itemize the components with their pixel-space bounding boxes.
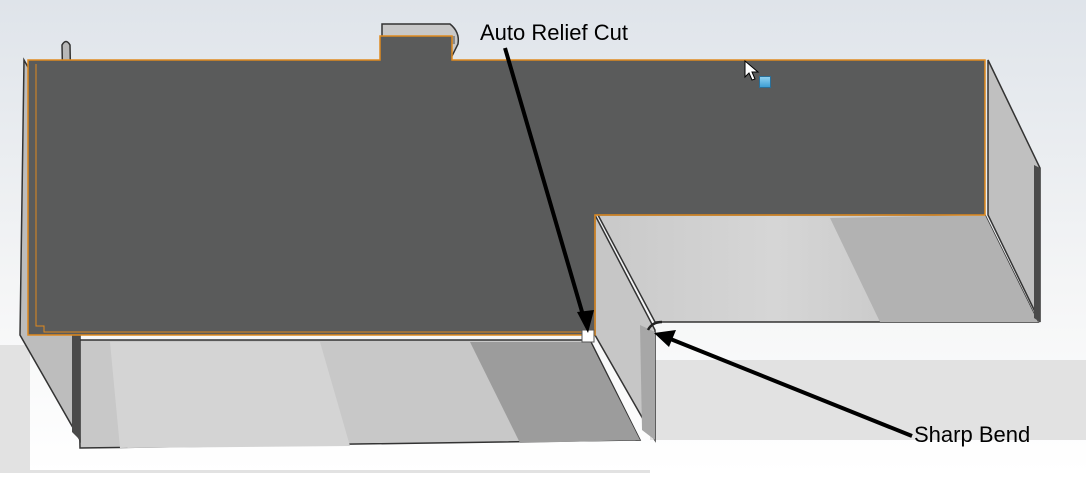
selected-face[interactable] [27, 35, 986, 336]
sharp-bend-arrowhead [654, 330, 676, 347]
sharp-bend-arrow-line [667, 336, 913, 438]
sharp-bend-label: Sharp Bend [914, 422, 1031, 447]
mouse-pointer-icon [744, 60, 760, 81]
auto-relief-arrowhead [577, 310, 594, 333]
sharp-bend-corner [646, 320, 663, 331]
selection-handle-icon[interactable] [759, 76, 771, 88]
auto-relief-arrow-line [503, 47, 587, 323]
bottom-flange-shade [470, 342, 640, 443]
floor-shadow [0, 345, 1086, 473]
bottom-flange-highlight [110, 342, 350, 448]
selected-face-inner-edge [35, 64, 588, 333]
auto-relief-cut-label: Auto Relief Cut [480, 20, 628, 45]
right-wall-edge [1034, 165, 1040, 322]
step-wall-edge [640, 325, 655, 440]
right-flange-shade [830, 215, 1038, 322]
